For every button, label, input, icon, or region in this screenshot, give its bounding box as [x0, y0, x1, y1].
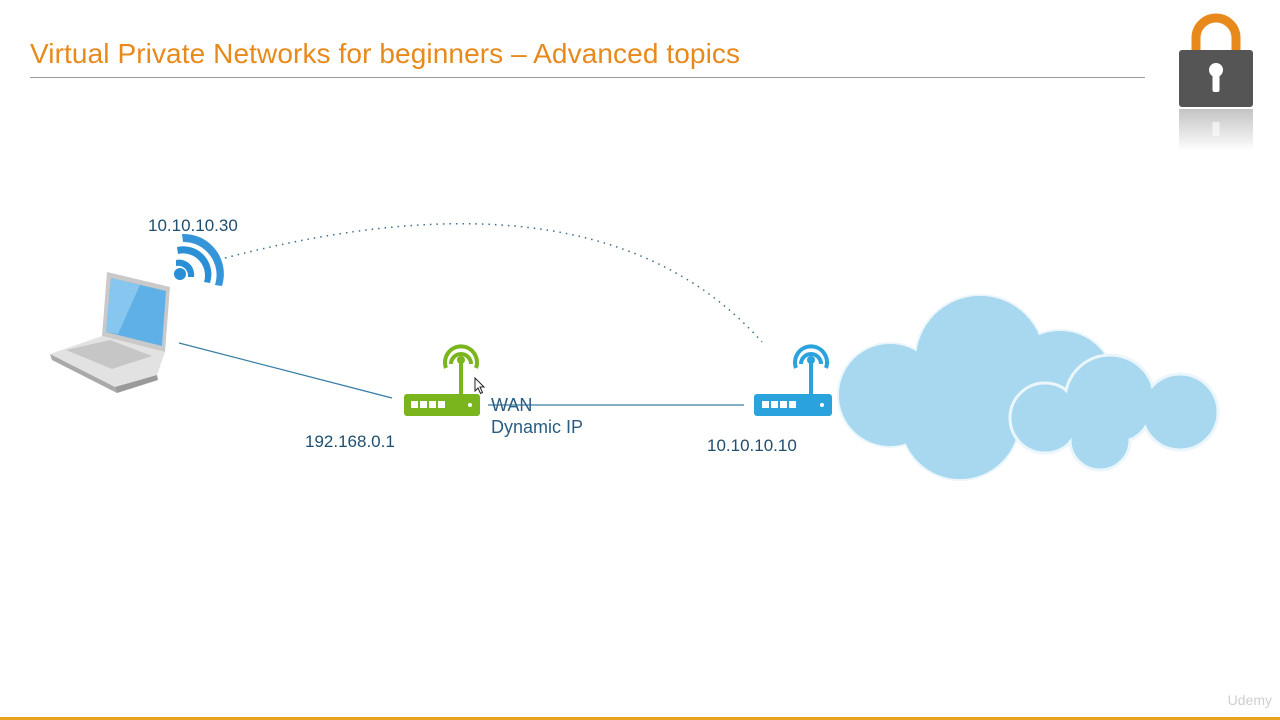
lan-router-ip-label: 192.168.0.1 — [305, 432, 395, 451]
cloud-icon — [837, 294, 1220, 481]
title-divider — [30, 77, 1145, 78]
mouse-cursor-icon — [474, 377, 486, 395]
isp-router-ip-label: 10.10.10.10 — [707, 436, 797, 455]
wireless-link-arc — [224, 222, 763, 343]
slide-title: Virtual Private Networks for beginners –… — [30, 38, 741, 69]
laptop-ip-label: 10.10.10.30 — [148, 216, 238, 235]
wifi-icon — [174, 233, 224, 286]
router-icon — [404, 344, 480, 416]
lan-link-line — [178, 342, 393, 399]
router-icon — [754, 344, 832, 416]
laptop-icon — [50, 272, 170, 393]
wan-label: WAN — [491, 395, 533, 415]
accent-bar — [0, 717, 1280, 720]
padlock-icon — [1179, 13, 1253, 151]
brand-watermark: Udemy — [1227, 692, 1272, 708]
wan-type-label: Dynamic IP — [491, 417, 584, 437]
